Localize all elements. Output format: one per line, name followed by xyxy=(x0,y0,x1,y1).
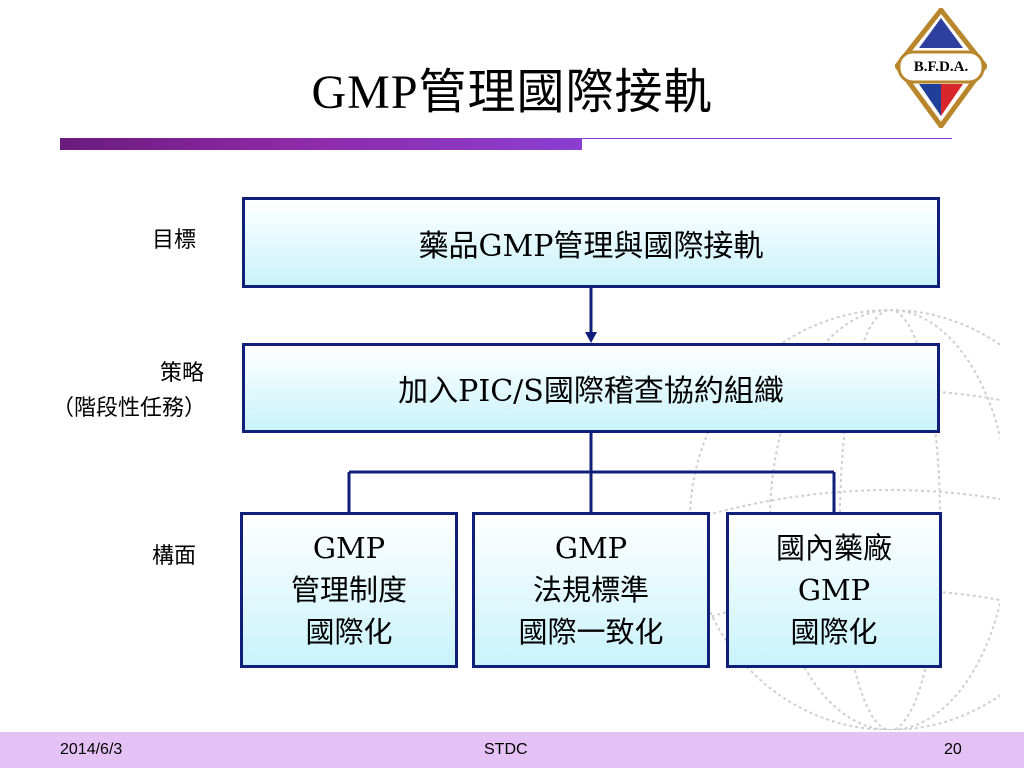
facet-box-regulation: GMP 法規標準 國際一致化 xyxy=(472,512,710,668)
label-strategy-line2: （階段性任務） xyxy=(52,396,207,421)
footer-page-number: 20 xyxy=(944,741,962,758)
strategy-box-text: 加入PIC/S國際稽查協約組織 xyxy=(398,374,784,409)
facet-box-domestic: 國內藥廠 GMP 國際化 xyxy=(726,512,942,668)
bfda-logo: B.F.D.A. xyxy=(893,5,989,131)
bfda-logo-icon xyxy=(893,5,989,131)
facet-line: 國際化 xyxy=(305,615,393,650)
goal-box-text: 藥品GMP管理與國際接軌 xyxy=(418,228,764,264)
title-underline-bar xyxy=(60,138,582,150)
strategy-box: 加入PIC/S國際稽查協約組織 xyxy=(242,343,940,433)
facet-line: 法規標準 xyxy=(532,572,649,607)
facet-line: 管理制度 xyxy=(290,572,407,607)
facet-line: GMP xyxy=(797,572,871,607)
title-underline-thin xyxy=(582,138,952,139)
goal-box: 藥品GMP管理與國際接軌 xyxy=(242,197,940,288)
slide-footer: 2014/6/3 STDC 20 xyxy=(0,732,1024,768)
footer-date: 2014/6/3 xyxy=(60,741,123,758)
logo-text: B.F.D.A. xyxy=(913,59,969,75)
facet-line: 國際一致化 xyxy=(518,615,664,650)
facet-line: GMP xyxy=(312,530,386,565)
facet-line: GMP xyxy=(554,530,628,565)
facet-line: 國際化 xyxy=(790,615,878,650)
facet-box-management: GMP 管理制度 國際化 xyxy=(240,512,458,668)
label-strategy-line1: 策略 xyxy=(160,361,205,386)
facet-line: 國內藥廠 xyxy=(775,530,892,565)
slide-title: GMP管理國際接軌 xyxy=(311,66,713,119)
label-goal: 目標 xyxy=(152,228,197,253)
label-facets: 構面 xyxy=(152,544,197,569)
arrow-head-icon xyxy=(585,332,597,343)
footer-center: STDC xyxy=(484,741,528,758)
